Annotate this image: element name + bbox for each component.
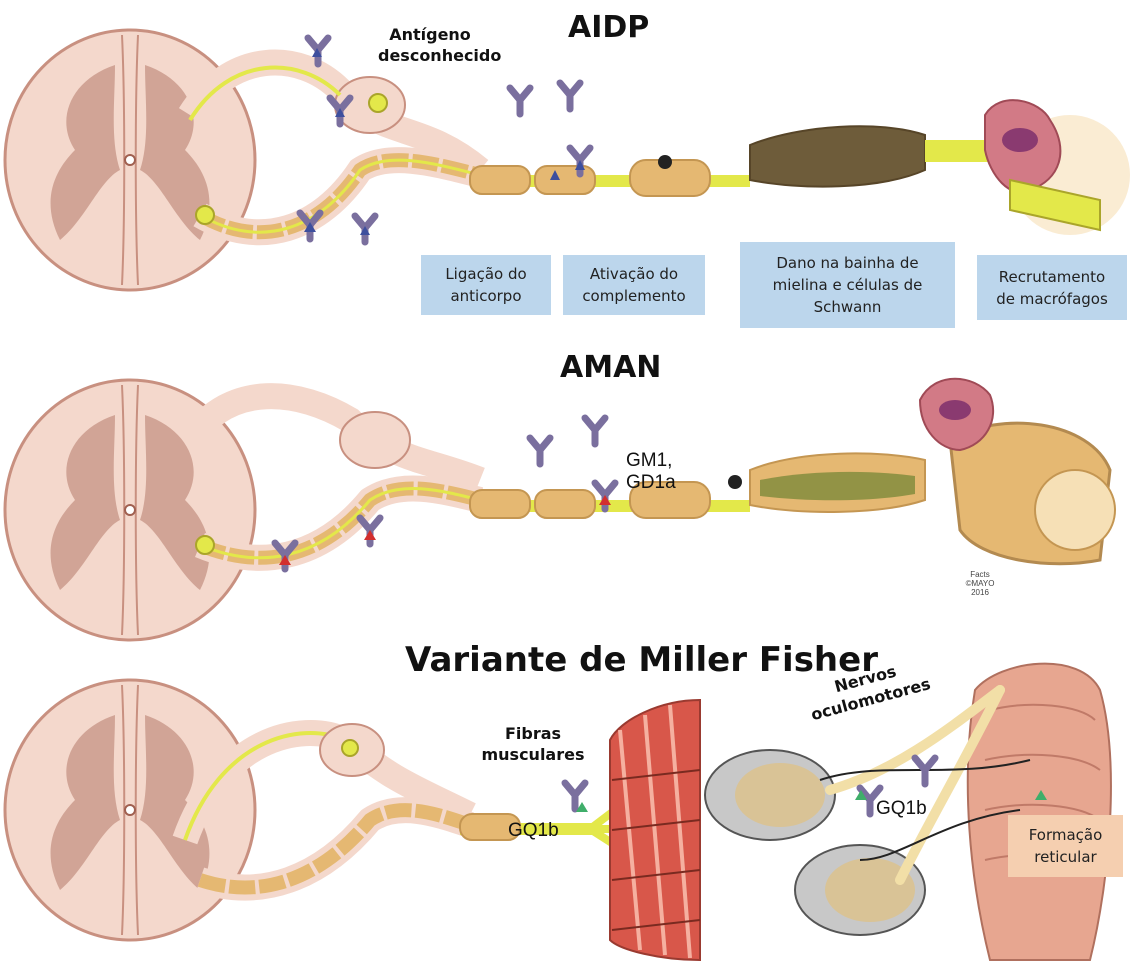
step-line: Dano na bainha de — [773, 252, 923, 274]
muscle-fibers-label: Fibras musculares — [470, 723, 596, 765]
step-line: Schwann — [773, 296, 923, 318]
reticular-line2: reticular — [1029, 846, 1103, 868]
muscle-fibers — [610, 700, 700, 960]
aidp-title: AIDP — [568, 10, 649, 45]
mf-gq1b-label: GQ1b — [508, 820, 559, 842]
step-line: Recrutamento — [996, 266, 1108, 288]
aidp-antigen-label-line2: desconhecido — [378, 45, 482, 66]
aman-antigen-line1: GM1, — [626, 450, 676, 472]
aidp-complement — [658, 155, 672, 169]
aidp-antigen-label: Antígeno desconhecido — [378, 24, 482, 66]
muscle-label-line1: Fibras — [470, 723, 596, 744]
step-line: Ligação do — [445, 263, 526, 285]
aman-antigen-line2: GD1a — [626, 472, 676, 494]
mf-spinal-cord — [5, 680, 255, 940]
aidp-damaged-myelin — [750, 126, 925, 186]
step-line: Ativação do — [582, 263, 685, 285]
step-line: anticorpo — [445, 285, 526, 307]
miller-fisher-diagram — [5, 664, 1111, 960]
step-line: complemento — [582, 285, 685, 307]
aman-title: AMAN — [560, 350, 661, 385]
aman-diagram — [5, 379, 1115, 640]
credit-line: ©MAYO — [958, 579, 1002, 588]
credit-line: 2016 — [958, 588, 1002, 597]
muscle-label-line2: musculares — [470, 744, 596, 765]
step-line: de macrófagos — [996, 288, 1108, 310]
aman-antigen-label: GM1, GD1a — [626, 450, 676, 494]
mayo-credit: Facts ©MAYO 2016 — [958, 570, 1002, 597]
aidp-antigen-label-line1: Antígeno — [378, 24, 482, 45]
step-line: mielina e células de — [773, 274, 923, 296]
miller-fisher-title: Variante de Miller Fisher — [405, 640, 878, 680]
eye-gq1b-label: GQ1b — [876, 798, 927, 820]
reticular-line1: Formação — [1029, 824, 1103, 846]
credit-line: Facts — [958, 570, 1002, 579]
aidp-diagram — [5, 30, 1130, 290]
eyeballs — [705, 750, 925, 935]
